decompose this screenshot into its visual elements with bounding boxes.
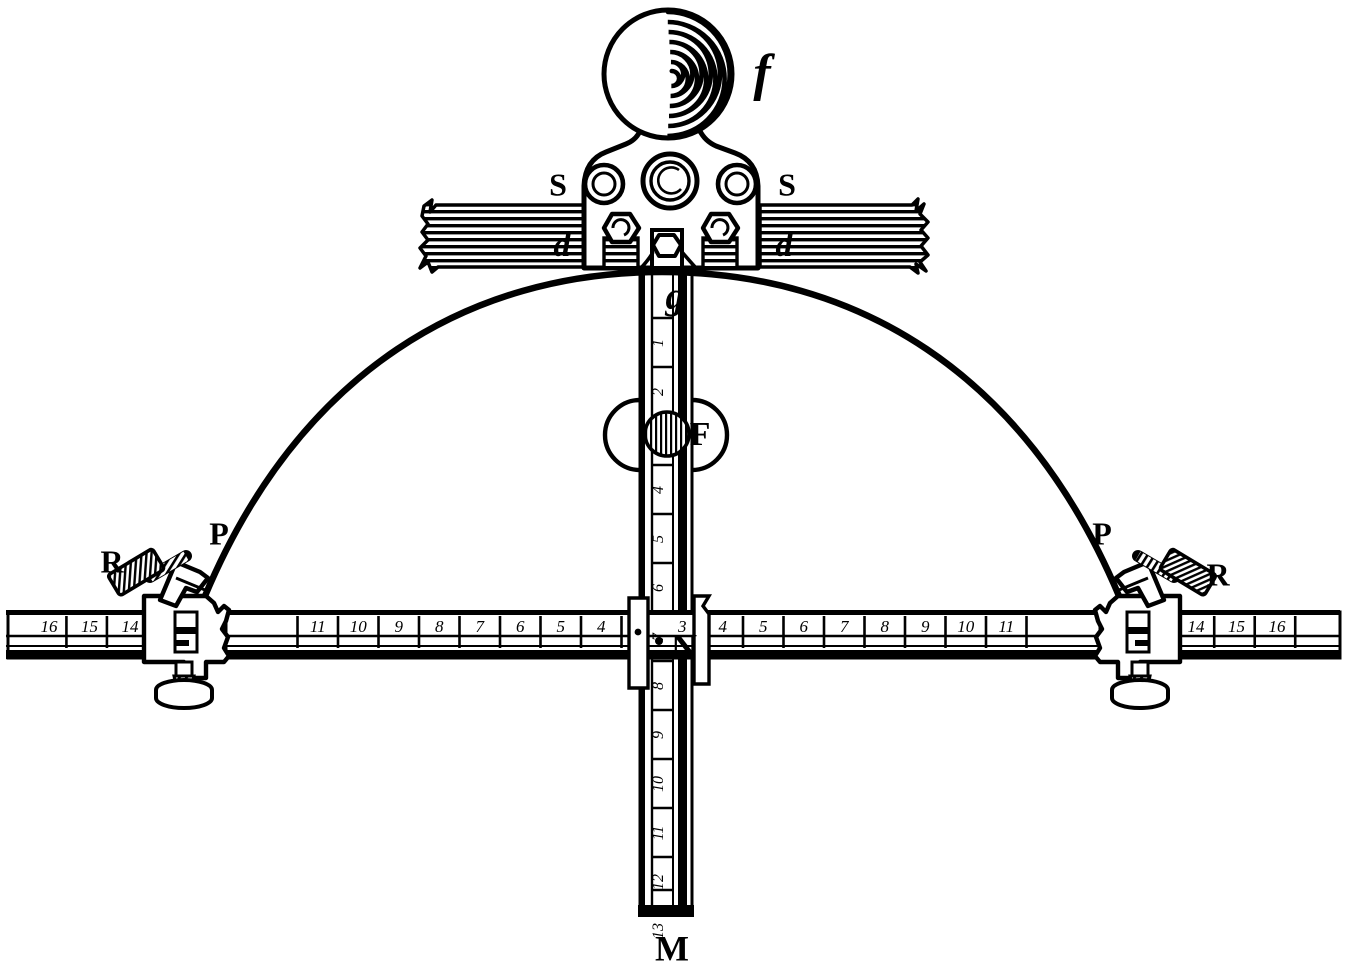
ruler-number: 10	[957, 617, 975, 636]
ruler-number: 8	[650, 682, 667, 690]
ruler-number: 5	[650, 535, 667, 543]
ruler-number: 7	[650, 632, 667, 641]
ruler-number: 4	[597, 617, 606, 636]
coiled-spring	[601, 7, 735, 141]
ruler-number: 10	[350, 617, 368, 636]
center-nut	[639, 228, 698, 270]
label-thumbscrew-right: R	[1206, 556, 1230, 592]
wooden-beam	[418, 197, 930, 275]
slide-junction	[627, 594, 713, 690]
ruler-number: 2	[650, 388, 667, 396]
ruler-number: 11	[310, 617, 326, 636]
clamp-left	[141, 559, 232, 710]
label-bracket-left: S	[549, 166, 567, 202]
ruler-number: 16	[41, 617, 59, 636]
hex-bolt-right	[700, 211, 741, 270]
label-junction: N	[671, 626, 697, 666]
horizontal-ruler-ticks	[65, 616, 1297, 648]
ruler-number: 15	[81, 617, 98, 636]
label-rod-bottom: M	[655, 928, 689, 966]
label-bracket-right: S	[778, 166, 796, 202]
label-thumbscrew-left: R	[100, 543, 124, 579]
label-arc-left: P	[209, 515, 229, 551]
ruler-number: 10	[650, 776, 667, 792]
ruler-number: 7	[840, 617, 850, 636]
ruler-number: 12	[650, 874, 667, 890]
ruler-number: 5	[557, 617, 566, 636]
ruler-number: 6	[516, 617, 525, 636]
thumbscrew-left	[106, 547, 192, 597]
ruler-number: 4	[650, 486, 667, 494]
ruler-number: 4	[719, 617, 728, 636]
ruler-number: 5	[759, 617, 768, 636]
label-rod-top: g	[665, 276, 685, 318]
collar-knob	[602, 397, 730, 473]
label-arc-right: P	[1092, 515, 1112, 551]
horizontal-ruler-numbers: 3456789101134567891011161514141516	[41, 617, 1286, 636]
label-spring-coil: f	[753, 45, 775, 102]
label-beam-left: d	[554, 227, 572, 264]
ruler-number: 15	[1228, 617, 1245, 636]
vertical-ruler-numbers: 12345678910111213141516	[650, 339, 667, 939]
ruler-number: 11	[650, 826, 667, 841]
label-beam-right: d	[776, 227, 794, 264]
ruler-number: 9	[921, 617, 930, 636]
ruler-number: 6	[800, 617, 809, 636]
vertical-rod	[638, 268, 694, 917]
ruler-number: 14	[122, 617, 140, 636]
label-collar: F	[690, 416, 711, 453]
ruler-number: 8	[435, 617, 444, 636]
ruler-number: 13	[650, 923, 667, 939]
ruler-number: 14	[1188, 617, 1206, 636]
hex-bolt-left	[601, 211, 642, 270]
ruler-number: 1	[650, 339, 667, 347]
ruler-number: 16	[1269, 617, 1287, 636]
ruler-number: 11	[998, 617, 1014, 636]
ruler-number: 9	[650, 731, 667, 739]
ruler-number: 6	[650, 584, 667, 592]
ruler-number: 7	[476, 617, 486, 636]
thumbscrew-right	[1132, 547, 1218, 597]
mounting-bracket	[581, 128, 761, 271]
ruler-number: 3	[677, 617, 687, 636]
clamp-right	[1092, 559, 1183, 710]
ruler-number: 9	[395, 617, 404, 636]
ruler-number: 8	[881, 617, 890, 636]
flexible-batten-arc	[201, 268, 1123, 600]
